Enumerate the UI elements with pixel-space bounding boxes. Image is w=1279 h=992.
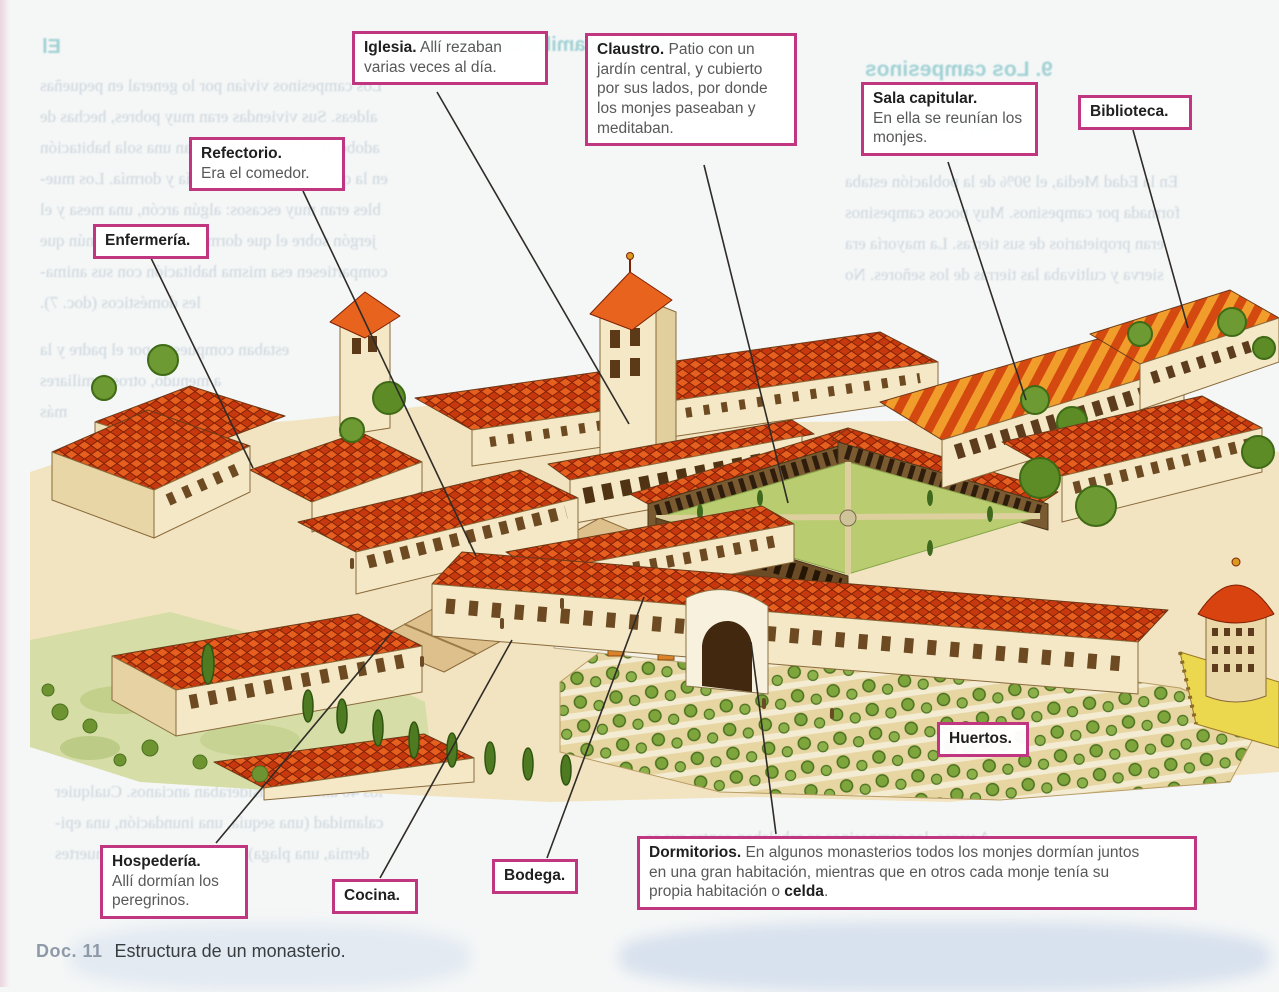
- fountain: [839, 509, 857, 527]
- callout-body: .: [823, 883, 829, 901]
- infirmary-building: [51, 409, 251, 539]
- callout-body-bold: celda: [784, 883, 824, 901]
- callout-cocina: Cocina.: [332, 879, 418, 914]
- leader-lines: [149, 91, 1189, 879]
- callout-title: Sala capitular.: [873, 90, 978, 107]
- doc-number: Doc. 11: [36, 941, 103, 961]
- leader-iglesia: [436, 91, 630, 425]
- figure-caption: Doc. 11 Estructura de un monasterio.: [36, 941, 346, 962]
- bell-tower: [589, 252, 677, 473]
- callout-title: Bodega.: [504, 867, 566, 884]
- callout-hospederia: Hospedería. Allí dormían los peregrinos.: [100, 845, 248, 920]
- callout-iglesia: Iglesia. Allí rezaban varias veces al dí…: [352, 31, 548, 86]
- callout-enfermeria: Enfermería.: [93, 224, 209, 259]
- callout-title: Iglesia.: [364, 39, 417, 56]
- leader-enfermeria: [149, 255, 254, 469]
- callout-title: Huertos.: [949, 730, 1012, 747]
- callout-sala-capitular: Sala capitular. En ella se reunían los m…: [861, 82, 1038, 157]
- bleed-stain: [70, 924, 470, 990]
- callout-body: En algunos monasterios todos los monjes …: [649, 844, 1140, 901]
- callout-body: Era el comedor.: [201, 164, 310, 182]
- dormitory-range: [431, 551, 1169, 695]
- callout-title: Hospedería.: [112, 853, 201, 870]
- callout-bodega: Bodega.: [492, 859, 578, 894]
- callout-dormitorios: Dormitorios. En algunos monasterios todo…: [637, 836, 1197, 911]
- leader-dormitorios: [750, 641, 777, 835]
- callout-body: En ella se reunían los monjes.: [873, 109, 1023, 147]
- caption-text: Estructura de un monasterio.: [114, 941, 346, 961]
- leader-claustro: [703, 164, 789, 504]
- leader-bodega: [546, 596, 645, 859]
- guesthouse-building: [111, 613, 423, 737]
- round-tower: [1197, 557, 1275, 703]
- callout-title: Refectorio.: [201, 145, 282, 162]
- callout-title: Enfermería.: [105, 232, 191, 249]
- callout-claustro: Claustro. Patio con un jardín central, y…: [585, 33, 797, 147]
- callout-huertos: Huertos.: [937, 722, 1029, 757]
- leader-sala: [947, 161, 1027, 401]
- bleed-stain: [620, 922, 1270, 992]
- callout-body: Allí rezaban varias veces al día.: [364, 39, 502, 76]
- callout-refectorio: Refectorio. Era el comedor.: [189, 137, 345, 192]
- callout-biblioteca: Biblioteca.: [1078, 95, 1192, 130]
- callout-body: Allí dormían los peregrinos.: [112, 872, 219, 910]
- leader-refectorio: [302, 190, 477, 557]
- leader-biblioteca: [1132, 129, 1189, 329]
- callout-title: Biblioteca.: [1090, 103, 1169, 120]
- callout-title: Dormitorios.: [649, 844, 742, 861]
- page-left-edge: [0, 0, 10, 987]
- callout-body: Patio con un jardín central, y cubierto …: [597, 41, 768, 137]
- leader-hospederia: [215, 631, 393, 844]
- gatehouse: [685, 589, 769, 695]
- callout-title: Cocina.: [344, 887, 400, 904]
- leader-cocina: [379, 639, 513, 879]
- callout-title: Claustro.: [597, 41, 665, 58]
